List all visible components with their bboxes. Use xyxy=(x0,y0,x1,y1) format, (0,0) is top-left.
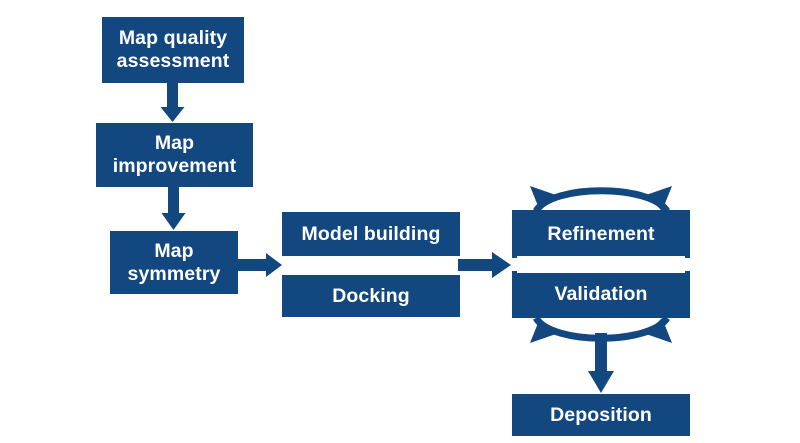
node-validation-label: Validation xyxy=(554,283,648,305)
arc-bottom-cycle xyxy=(530,315,672,343)
node-model-building[interactable]: Model building xyxy=(282,212,460,256)
node-docking[interactable]: Docking xyxy=(282,275,460,317)
node-map-symmetry[interactable]: Map symmetry xyxy=(110,231,238,294)
node-deposition-label: Deposition xyxy=(550,403,652,426)
node-validation[interactable]: Validation xyxy=(512,271,690,318)
node-map-improvement[interactable]: Map improvement xyxy=(96,123,253,187)
node-refinement[interactable]: Refinement xyxy=(512,210,690,258)
node-map-quality-assessment[interactable]: Map quality assessment xyxy=(102,17,244,83)
node-map-quality-assessment-label: Map quality assessment xyxy=(116,27,230,72)
arrow-symmetry-to-building xyxy=(238,253,282,277)
node-deposition[interactable]: Deposition xyxy=(512,394,690,436)
node-refinement-label: Refinement xyxy=(547,222,655,245)
node-docking-label: Docking xyxy=(332,284,410,307)
node-model-building-label: Model building xyxy=(301,222,441,245)
arrow-cycle-to-deposition xyxy=(588,333,614,393)
cycle-separator xyxy=(517,256,685,273)
arrow-quality-to-improvement xyxy=(160,83,185,122)
node-map-symmetry-label: Map symmetry xyxy=(127,239,221,285)
node-map-improvement-label: Map improvement xyxy=(112,132,237,177)
arrow-building-to-refinement xyxy=(458,252,511,278)
arrow-improvement-to-symmetry xyxy=(161,187,186,230)
arc-top-cycle xyxy=(530,186,672,214)
